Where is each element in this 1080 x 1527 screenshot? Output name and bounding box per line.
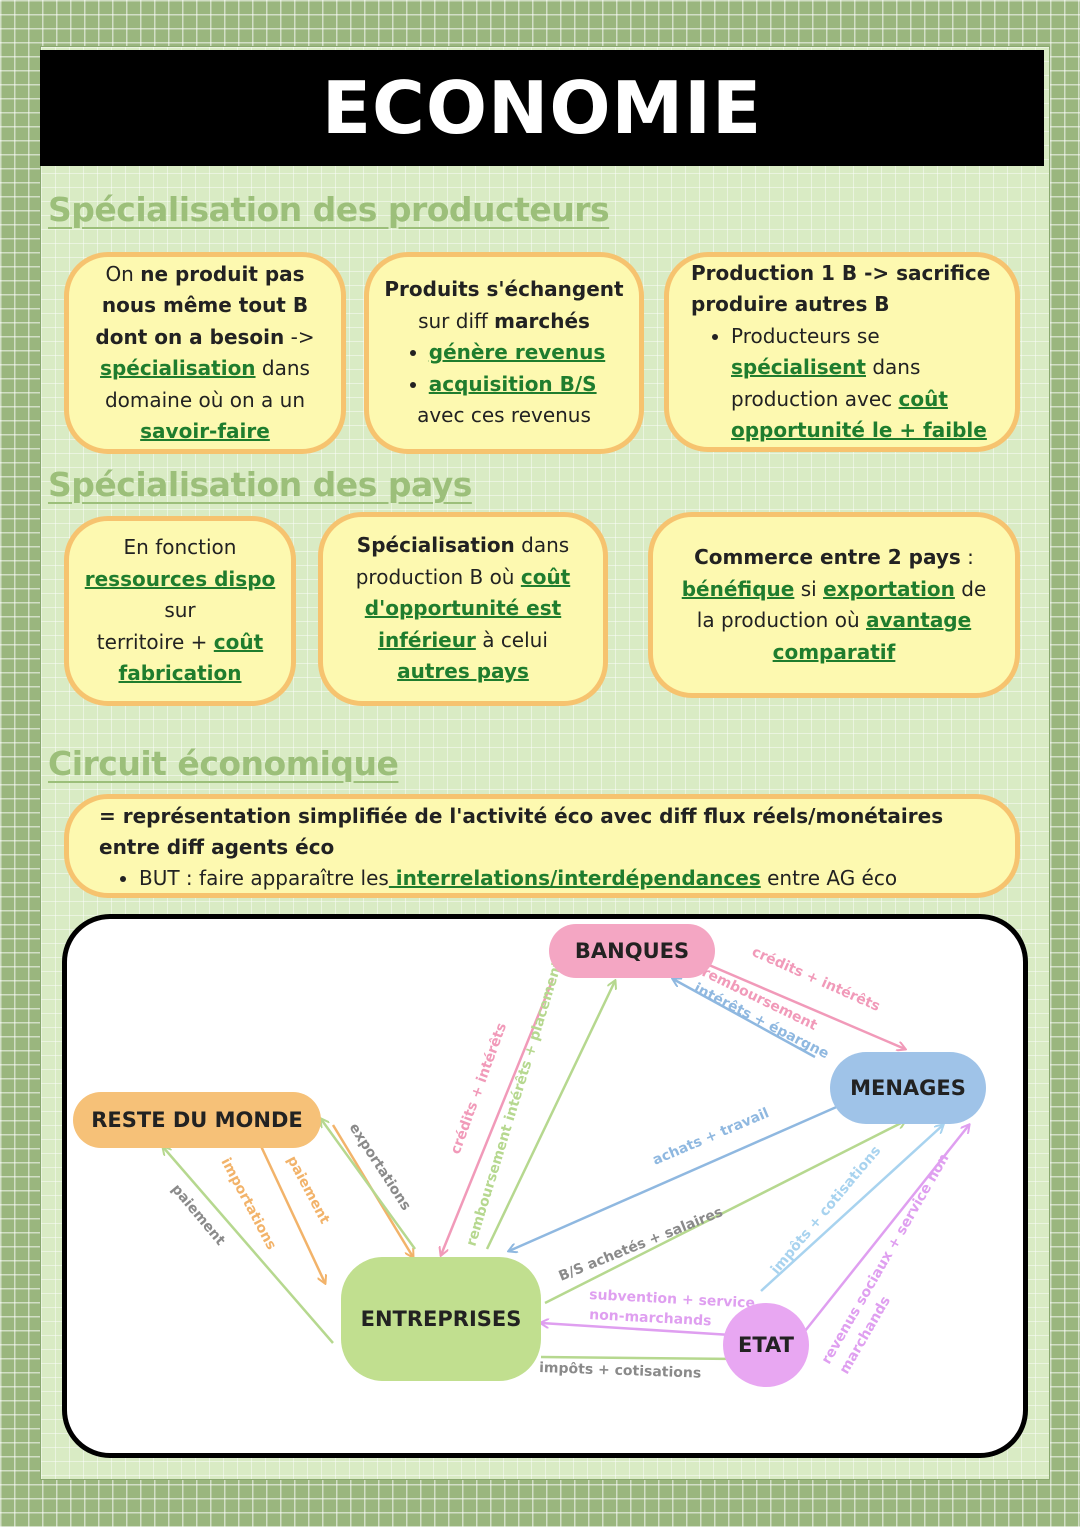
keyword: autres pays [397,659,529,684]
pays-box-3: Commerce entre 2 pays : bénéfique si exp… [648,512,1020,698]
node-reste-du-monde: RESTE DU MONDE [73,1092,321,1148]
label-achats-travail: achats + travail [650,1105,771,1169]
text: En fonction [123,535,237,560]
text: On [105,261,141,286]
label-paiement-2: paiement [168,1181,228,1249]
text-bold: Commerce entre 2 pays [694,545,961,569]
section-title-pays: Spécialisation des pays [48,465,472,504]
text-bold: Spécialisation [356,533,515,558]
text: avec ces revenus [417,403,591,428]
text: sur [164,598,196,623]
flow-paiement-entreprises [163,1147,334,1344]
flow-bs-salaires [544,1121,905,1305]
section-title-producteurs: Spécialisation des producteurs [48,190,610,229]
text-bold: Production 1 B -> sacrifice produire aut… [691,260,991,317]
keyword: acquisition B/S [428,371,597,396]
flow-achats-travail [509,1103,842,1251]
producteurs-box-2: Produits s'échangent sur diff marchés gé… [364,252,644,454]
text: si [794,576,824,601]
flow-importations [251,1128,325,1283]
page-title: ECONOMIE [321,66,763,150]
text: : [960,545,974,569]
keyword: coût fabrication [118,629,264,686]
text-bold: marchés [494,308,590,333]
pays-box-2: Spécialisation dans production B où coût… [318,512,608,706]
label-impots-entreprises: impôts + cotisations [539,1360,702,1382]
keyword: interrelations/interdépendances [388,865,761,890]
label-revenus-sociaux: revenus sociaux + service non- [819,1146,956,1367]
text: Producteurs se [731,323,880,348]
flow-remboursement-placements [485,981,615,1250]
text: de la production où [696,576,987,633]
text: dans production avec [731,355,921,411]
label-paiement-1: paiement [283,1153,332,1227]
text-bold: ne produit pas nous même tout B dont on … [95,261,309,349]
node-menages: MENAGES [830,1052,986,1124]
text: à celui [475,627,548,652]
flow-interets-epargne [673,979,816,1059]
node-etat: ETAT [723,1303,809,1387]
text: sur diff [418,308,495,333]
circuit-diagram: crédits + intérêts remboursement intérêt… [62,914,1028,1458]
flow-credits-menages [694,957,905,1049]
flow-credits-entreprises [441,978,555,1255]
text: dans production B où [355,533,570,589]
node-banques: BANQUES [549,924,715,978]
label-bs-salaires: B/S achetés + salaires [557,1204,726,1285]
circuit-flows: crédits + intérêts remboursement intérêt… [67,944,1023,1382]
producteurs-box-1: On ne produit pas nous même tout B dont … [64,252,346,454]
flow-subvention [541,1323,732,1337]
label-non-marchands: non-marchands [589,1307,712,1329]
keyword: avantage comparatif [772,608,972,664]
keyword: génère revenus [428,340,606,365]
producteurs-box-3: Production 1 B -> sacrifice produire aut… [664,252,1020,452]
text: dans domaine où on a un [104,356,310,412]
flow-impots-menages [760,1125,943,1292]
definition-text: = représentation simplifiée de l'activit… [99,803,944,859]
keyword: coût opportunité le + faible [731,386,987,443]
text: -> [284,324,315,349]
keyword: coût d'opportunité est inférieur [364,564,571,652]
text: entre AG éco [760,865,898,890]
text: BUT : faire apparaître les [139,865,389,890]
flow-exportations [321,1119,417,1250]
section-title-circuit: Circuit économique [48,744,399,783]
pays-box-1: En fonction ressources dispo sur territo… [64,516,296,706]
node-entreprises: ENTREPRISES [341,1257,541,1381]
keyword: savoir-faire [140,419,270,443]
keyword: exportation [823,576,955,601]
keyword: bénéfique [681,576,795,601]
title-bar: ECONOMIE [40,50,1044,166]
keyword: ressources dispo [84,566,276,591]
flow-revenus-sociaux [804,1125,969,1332]
keyword: spécialisent [731,355,866,379]
text: territoire + [96,629,214,654]
flow-impots-entreprises [540,1357,739,1359]
label-impots-menages: impôts + cotisations [768,1143,884,1277]
keyword: spécialisation [100,356,256,380]
circuit-definition-box: = représentation simplifiée de l'activit… [64,794,1020,898]
text-bold: Produits s'échangent [384,277,624,302]
